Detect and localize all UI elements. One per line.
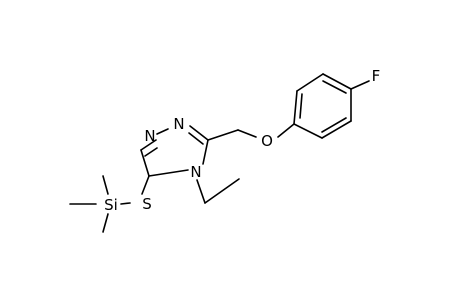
bond-si-methyl-up: [102, 175, 109, 195]
bond-ar-c2-c3: [296, 73, 324, 92]
atom-sulfur: S: [142, 195, 152, 213]
bond-ar-c6-c1: [293, 123, 323, 139]
bond-n4-c3: [148, 169, 189, 177]
bond-n4-ch2: [196, 179, 206, 204]
bond-si-methyl-down: [102, 213, 109, 233]
bond-ar-c1-c2: [293, 90, 298, 125]
bond-ar-c3-c4: [322, 73, 352, 90]
bond-ar-c5-c6-inner: [321, 117, 347, 133]
bond-n1-c5-double: [188, 132, 204, 145]
bond-c3-n2: [140, 139, 157, 151]
bond-c5-n4: [202, 139, 209, 165]
bond-c3-ring-left: [140, 149, 150, 177]
bond-c5-ch2: [207, 129, 239, 141]
bond-c3-n2-double: [144, 147, 158, 157]
bond-s-si: [120, 202, 131, 205]
bond-ar-c1-c2-inner: [299, 93, 303, 119]
bond-ethyl-ch2-ch3: [204, 178, 240, 204]
bond-c3-s: [141, 175, 150, 195]
bond-ar-c4-f: [350, 80, 370, 90]
bond-n1-c5: [189, 125, 209, 141]
atom-silicon: Si: [104, 196, 118, 214]
bond-ar-c5-c6: [321, 120, 352, 139]
bond-n2-n1: [156, 128, 169, 135]
atom-nitrogen-ring: N: [190, 163, 201, 181]
atom-nitrogen-left: N: [144, 127, 155, 145]
atom-fluorine: F: [372, 67, 381, 85]
bond-ar-c3-c4-inner: [322, 80, 347, 94]
atom-nitrogen-top: N: [173, 115, 184, 133]
atom-oxygen: O: [261, 132, 273, 150]
bond-o-aryl: [277, 123, 295, 138]
bond-ch2-o: [237, 129, 257, 138]
